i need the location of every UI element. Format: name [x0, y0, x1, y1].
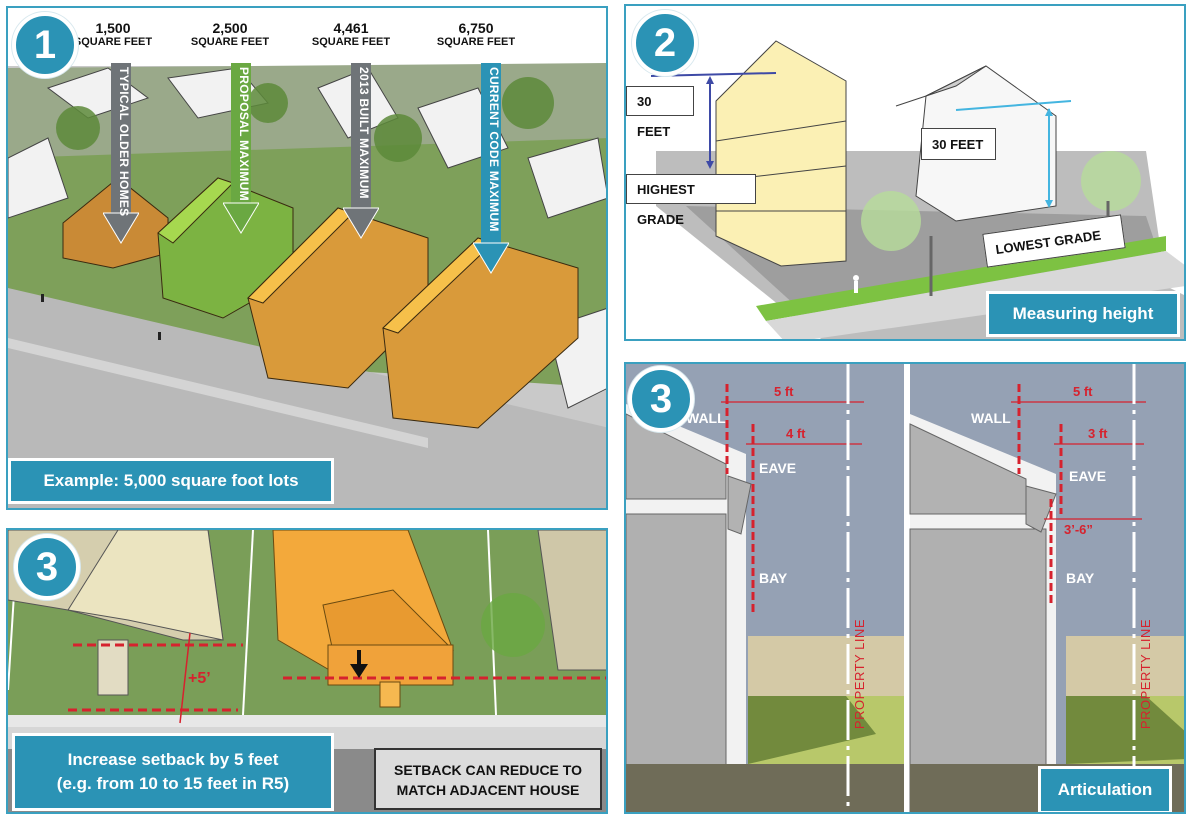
right-wall-dimension: 5 ft [1073, 384, 1093, 399]
down-arrow-icon [343, 63, 379, 239]
panel-house-size-comparison: 1 1,500 SQUARE FEET 2,500 SQUARE FEET 4,… [6, 6, 608, 510]
right-property-line-label: PROPERTY LINE [1138, 619, 1153, 730]
height-label-left: 30 FEET [626, 86, 694, 139]
left-bay-label: BAY [759, 570, 788, 586]
caption-line-1: Increase setback by 5 feet [67, 750, 279, 769]
setback-dimension-label: +5’ [188, 670, 211, 687]
down-arrow-icon [103, 63, 139, 244]
panel-caption: Increase setback by 5 feet (e.g. from 10… [12, 733, 334, 811]
panel-caption: Example: 5,000 square foot lots [8, 458, 334, 504]
arrow-2013-built-maximum: 2013 BUILT MAXIMUM [343, 63, 379, 243]
arrow-current-code-maximum: CURRENT CODE MAXIMUM [473, 63, 509, 278]
sqft-label-current-code: 6,750 SQUARE FEET [421, 20, 531, 48]
height-illustration [626, 6, 1184, 339]
sqft-label-proposal: 2,500 SQUARE FEET [175, 20, 285, 48]
caption-line-2: (e.g. from 10 to 15 feet in R5) [56, 774, 290, 793]
right-wall-label: WALL [971, 410, 1011, 426]
arrow-label: PROPOSAL MAXIMUM [237, 67, 251, 201]
note-line-1: SETBACK CAN REDUCE TO [394, 762, 582, 778]
left-eave-label: EAVE [759, 460, 797, 476]
arrow-typical-older-homes: TYPICAL OLDER HOMES [103, 63, 139, 248]
left-wall-dimension: 5 ft [774, 384, 794, 399]
setback-note: SETBACK CAN REDUCE TO MATCH ADJACENT HOU… [374, 748, 602, 810]
highest-grade-label: HIGHEST GRADE [626, 174, 756, 227]
sqft-value: 2,500 [212, 20, 248, 36]
down-arrow-icon [223, 63, 259, 234]
right-bay-label: BAY [1066, 570, 1095, 586]
panel-setback: 3 +5’ Increase setback by 5 feet (e.g. f… [6, 528, 608, 814]
panel-caption: Articulation [1038, 766, 1172, 812]
sqft-value: 4,461 [333, 20, 369, 36]
arrow-proposal-maximum: PROPOSAL MAXIMUM [223, 63, 259, 238]
right-eave-dimension: 3 ft [1088, 426, 1108, 441]
left-wall-label: WALL [686, 410, 726, 426]
arrow-label: CURRENT CODE MAXIMUM [487, 67, 501, 232]
sqft-unit: SQUARE FEET [311, 36, 391, 48]
sqft-label-2013-built: 4,461 SQUARE FEET [296, 20, 406, 48]
sqft-unit: SQUARE FEET [190, 36, 270, 48]
sqft-value: 6,750 [458, 20, 494, 36]
panel-measuring-height: 2 30 FEET HIGHEST GRADE 30 FEET LOWEST G… [624, 4, 1186, 341]
sqft-unit: SQUARE FEET [73, 36, 153, 48]
step-badge-2: 2 [632, 10, 698, 76]
note-line-2: MATCH ADJACENT HOUSE [396, 782, 580, 798]
step-badge-3: 3 [14, 534, 80, 600]
arrow-label: TYPICAL OLDER HOMES [117, 67, 131, 217]
step-badge-3: 3 [628, 366, 694, 432]
sqft-value: 1,500 [95, 20, 131, 36]
height-label-right: 30 FEET [921, 128, 996, 160]
left-eave-dimension: 4 ft [786, 426, 806, 441]
panel-articulation: 3 WALL EAVE BAY 5 ft 4 ft PROPERTY LINE … [624, 362, 1186, 814]
sqft-unit: SQUARE FEET [436, 36, 516, 48]
down-arrow-icon [473, 63, 509, 274]
left-property-line-label: PROPERTY LINE [852, 619, 867, 730]
neighborhood-illustration [8, 63, 606, 508]
right-eave-label: EAVE [1069, 468, 1107, 484]
sqft-label-typical: 1,500 SQUARE FEET [58, 20, 168, 48]
arrow-label: 2013 BUILT MAXIMUM [357, 67, 371, 199]
step-badge-1: 1 [12, 12, 78, 78]
right-bay-dimension: 3’-6” [1064, 522, 1093, 537]
panel-caption: Measuring height [986, 291, 1180, 337]
